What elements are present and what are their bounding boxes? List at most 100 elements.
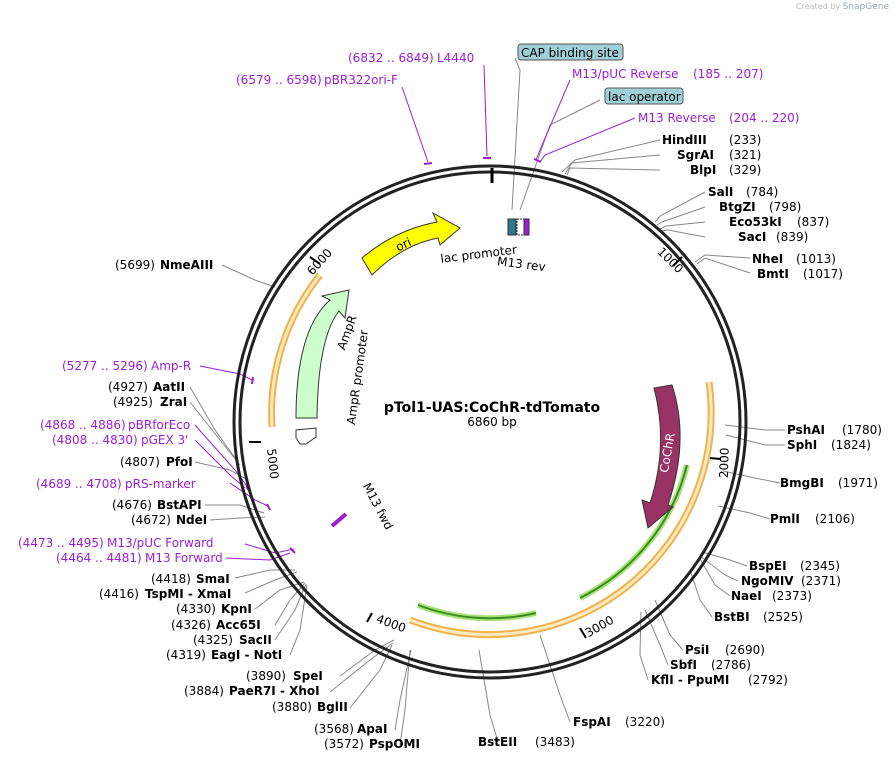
- enzyme-name: PspOMI: [369, 737, 420, 751]
- enzyme-name: SpeI: [293, 669, 323, 683]
- scale-ticks: [249, 256, 722, 639]
- tick-label-3000: 3000: [583, 613, 616, 640]
- primer-pos: (4689 .. 4708): [36, 477, 122, 491]
- enzyme-pos: (4927): [108, 380, 148, 394]
- enzyme-pos: (3220): [625, 715, 665, 729]
- ampr-promoter-arrow: [295, 427, 317, 445]
- m13-fwd-label: M13 fwd: [360, 480, 396, 532]
- enzyme-pos: (4416): [99, 587, 139, 601]
- enzyme-pos: (3880): [272, 700, 312, 714]
- primer-pos: (4473 .. 4495): [18, 536, 104, 550]
- enzyme-name: ApaI: [357, 722, 387, 736]
- enzyme-name: BtgZI: [719, 200, 756, 214]
- primer-pos: (6579 .. 6598): [236, 73, 322, 87]
- enzyme-pos: (4326): [171, 618, 211, 632]
- cochr-arrow: [641, 384, 681, 529]
- m13-rev-label: M13 rev: [496, 254, 546, 274]
- enzyme-pos: (1824): [831, 438, 871, 452]
- lac-promoter-mark: [507, 218, 517, 236]
- enzyme-pos: (4319): [166, 648, 206, 662]
- enzyme-pos: (3483): [535, 735, 575, 749]
- enzyme-name: FspAI: [573, 715, 611, 729]
- ori-label: ori: [393, 235, 413, 254]
- primer-pos: (5277 .. 5296): [62, 359, 148, 373]
- primer-name: L4440: [437, 51, 474, 65]
- enzyme-name: SalI: [708, 185, 733, 199]
- enzyme-pos: (3890): [246, 669, 286, 683]
- enzyme-name: PmlI: [770, 512, 800, 526]
- enzyme-pos: (4325): [193, 633, 233, 647]
- enzyme-name: SmaI: [196, 572, 230, 586]
- primer-name: M13 Forward: [145, 551, 223, 565]
- enzyme-pos: (4672): [131, 513, 171, 527]
- enzyme-name: BstEII: [478, 735, 517, 749]
- enzyme-pos: (798): [769, 200, 801, 214]
- enzyme-labels-left: (3568) ApaI (3572) PspOMI (3880) BglII (…: [99, 258, 420, 751]
- cochr-label: CoChR: [657, 432, 678, 474]
- primer-name: pRS-marker: [125, 477, 196, 491]
- enzyme-name: BglII: [317, 700, 348, 714]
- enzyme-pos: (2690): [725, 643, 765, 657]
- primer-pos: (6832 .. 6849): [348, 51, 434, 65]
- enzyme-pos: (2106): [815, 512, 855, 526]
- enzyme-pos: (4330): [176, 602, 216, 616]
- enzyme-pos: (1780): [842, 423, 882, 437]
- enzyme-pos: (837): [797, 215, 829, 229]
- enzyme-pos: (1013): [796, 252, 836, 266]
- enzyme-name: SacII: [239, 633, 272, 647]
- primer-name: M13/pUC Reverse: [572, 67, 679, 81]
- credit-brand: SnapGene: [842, 2, 889, 12]
- enzyme-pos: (2371): [801, 574, 841, 588]
- enzyme-name: BmtI: [757, 267, 789, 281]
- enzyme-pos: (3568): [314, 722, 354, 736]
- tick-label-1000: 1000: [655, 245, 686, 276]
- enzyme-name: SacI: [738, 230, 766, 244]
- enzyme-name: BstBI: [714, 610, 750, 624]
- enzyme-pos: (784): [746, 185, 778, 199]
- enzyme-name: SbfI: [670, 658, 697, 672]
- enzyme-pos: (3884): [184, 684, 224, 698]
- enzyme-name: KpnI: [221, 602, 252, 616]
- primer-labels: (6832 .. 6849) L4440 (6579 .. 6598) pBR3…: [18, 51, 799, 565]
- enzyme-pos: (4418): [151, 572, 191, 586]
- primer-pos: (4808 .. 4830): [52, 433, 138, 447]
- enzyme-pos: (2345): [800, 559, 840, 573]
- ampr-arrow: [295, 289, 350, 419]
- enzyme-pos: (5699): [115, 258, 155, 272]
- enzyme-pos: (839): [776, 230, 808, 244]
- enzyme-name: NdeI: [176, 513, 207, 527]
- primer-name: Amp-R: [151, 359, 191, 373]
- enzyme-name: AatII: [153, 380, 185, 394]
- plasmid-length: 6860 bp: [467, 415, 517, 429]
- enzyme-pos: (233): [729, 133, 761, 147]
- enzyme-name: EagI - NotI: [211, 648, 282, 662]
- primer-name: M13/pUC Forward: [107, 536, 214, 550]
- snapgene-credit: Created by SnapGene: [796, 2, 889, 12]
- enzyme-name: NaeI: [731, 589, 762, 603]
- primer-name: pBRforEco: [128, 418, 190, 432]
- backbone-outer: [232, 164, 748, 680]
- enzyme-pos: (1971): [838, 476, 878, 490]
- backbone-inner: [238, 170, 742, 674]
- primer-name: pGEX 3': [141, 433, 188, 447]
- cap-binding-site-box: [517, 43, 624, 61]
- enzyme-name: PsiI: [685, 643, 709, 657]
- enzyme-pos: (329): [729, 163, 761, 177]
- m13-rev-mark: [523, 218, 530, 236]
- enzyme-name: PaeR7I - XhoI: [229, 684, 320, 698]
- cap-binding-site-label: CAP binding site: [521, 46, 619, 60]
- m13-fwd-mark: [330, 512, 348, 528]
- enzyme-name: SphI: [787, 438, 817, 452]
- tick-label-5000: 5000: [264, 448, 281, 480]
- primer-pos: (185 .. 207): [693, 67, 763, 81]
- enzyme-name: NheI: [752, 252, 783, 266]
- tick-label-2000: 2000: [717, 447, 732, 478]
- enzyme-name: TspMI - XmaI: [145, 587, 231, 601]
- primer-name: pBR322ori-F: [324, 73, 398, 87]
- enzyme-name: SgrAI: [677, 148, 714, 162]
- enzyme-name: Acc65I: [216, 618, 261, 632]
- credit-prefix: Created by: [796, 2, 841, 11]
- enzyme-name: PfoI: [166, 455, 193, 469]
- lac-operator-label: lac operator: [608, 90, 681, 104]
